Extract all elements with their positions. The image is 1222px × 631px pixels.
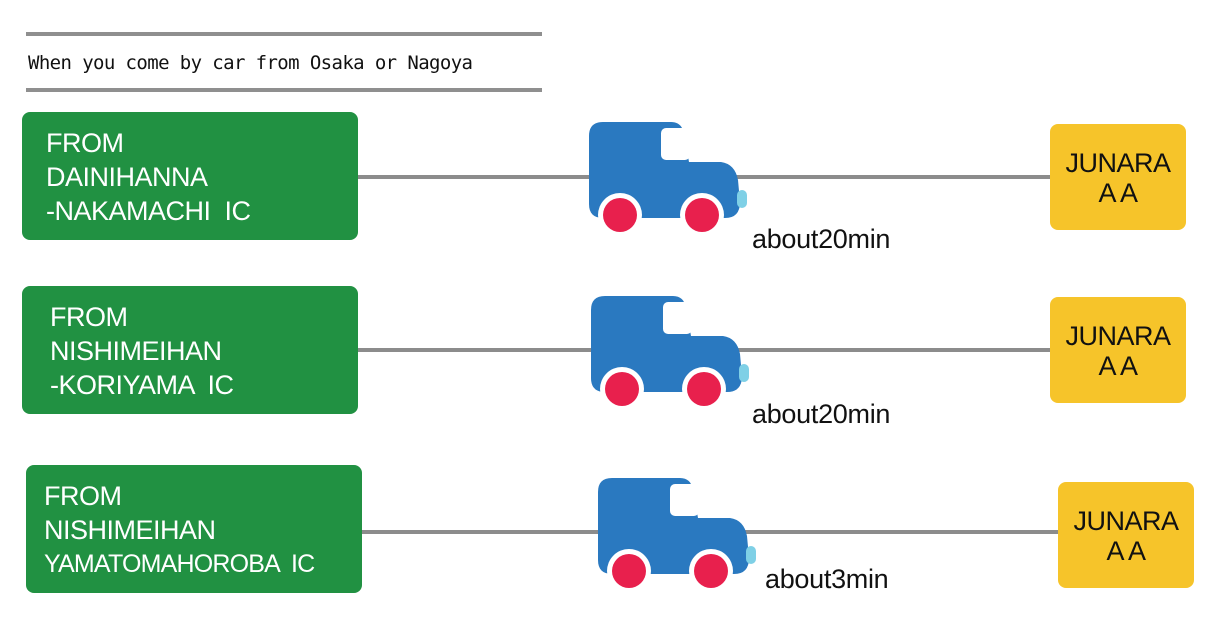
destination-line: A A [1098,178,1138,208]
destination-line: A A [1106,536,1146,566]
origin-box: FROM NISHIMEIHAN -KORIYAMA IC [22,286,358,414]
travel-time: about20min [752,224,891,254]
destination-line: JUNARA [1065,321,1171,351]
destination-box: JUNARA A A [1050,297,1186,403]
travel-time: about3min [765,564,889,594]
destination-line: A A [1098,351,1138,381]
travel-time: about20min [752,399,891,429]
origin-line: FROM [50,302,128,332]
origin-line: YAMATOMAHOROBA IC [44,550,315,578]
origin-box: FROM DAINIHANNA -NAKAMACHI IC [22,112,358,240]
origin-line: NISHIMEIHAN [44,515,216,545]
truck-icon [591,296,749,411]
destination-box: JUNARA A A [1058,482,1194,588]
top-divider [26,32,542,36]
origin-line: DAINIHANNA [46,162,208,192]
destination-line: JUNARA [1065,148,1171,178]
bottom-divider [26,88,542,92]
origin-line: -KORIYAMA IC [50,370,234,400]
origin-line: FROM [44,481,122,511]
origin-box: FROM NISHIMEIHAN YAMATOMAHOROBA IC [26,465,362,593]
origin-line: -NAKAMACHI IC [46,196,251,226]
page-title: When you come by car from Osaka or Nagoy… [28,52,473,74]
truck-icon [589,122,747,237]
truck-icon [598,478,756,593]
destination-box: JUNARA A A [1050,124,1186,230]
destination-line: JUNARA [1073,506,1179,536]
origin-line: FROM [46,128,124,158]
origin-line: NISHIMEIHAN [50,336,222,366]
